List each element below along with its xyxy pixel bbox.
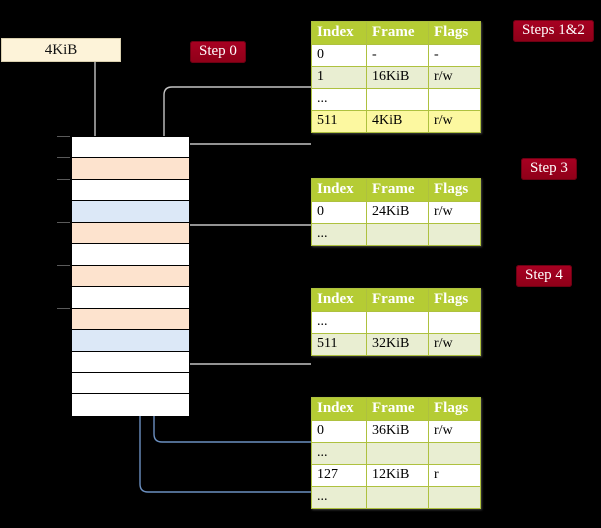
column-header-flags: Flags xyxy=(428,21,481,45)
column-header-index: Index xyxy=(311,397,367,421)
column-header-index: Index xyxy=(311,21,367,45)
cell-index: 0 xyxy=(311,420,367,443)
memory-tick-2 xyxy=(57,178,70,180)
memory-tick-4 xyxy=(57,264,70,266)
cell-frame xyxy=(366,88,429,111)
memory-frame-12 xyxy=(72,394,189,416)
arrow-frame-32kib xyxy=(175,308,311,365)
cell-frame: 12KiB xyxy=(366,464,429,487)
memory-frame-2 xyxy=(72,179,189,202)
cell-flags xyxy=(428,442,481,465)
cell-flags: r/w xyxy=(428,110,481,133)
memory-frame-3 xyxy=(72,201,189,223)
cell-flags: r/w xyxy=(428,420,481,443)
column-header-frame: Frame xyxy=(366,178,429,202)
memory-frame-8 xyxy=(72,308,189,331)
column-header-frame: Frame xyxy=(366,288,429,312)
memory-frame-11 xyxy=(72,372,189,395)
cell-index: 511 xyxy=(311,333,367,356)
memory-tick-1 xyxy=(57,157,70,159)
cell-index: ... xyxy=(311,223,367,246)
physical-memory-column xyxy=(71,136,190,416)
memory-frame-6 xyxy=(72,265,189,288)
cell-frame: - xyxy=(366,44,429,67)
cell-index: 511 xyxy=(311,110,367,133)
column-header-flags: Flags xyxy=(428,178,481,202)
memory-frame-10 xyxy=(72,351,189,373)
cell-flags: r/w xyxy=(428,66,481,89)
badge-step-3: Step 3 xyxy=(521,158,577,180)
memory-frame-9 xyxy=(72,330,189,352)
cell-flags xyxy=(428,311,481,334)
cell-index: 0 xyxy=(311,201,367,224)
memory-frame-1 xyxy=(72,158,189,180)
table-row: ... xyxy=(311,88,481,111)
cell-flags: - xyxy=(428,44,481,67)
table-row: ... xyxy=(311,223,481,246)
cell-flags xyxy=(428,223,481,246)
cell-index: ... xyxy=(311,311,367,334)
cell-flags xyxy=(428,88,481,111)
cell-frame xyxy=(366,442,429,465)
column-header-index: Index xyxy=(311,288,367,312)
cell-frame: 32KiB xyxy=(366,333,429,356)
memory-tick-5 xyxy=(57,307,70,309)
cell-index: ... xyxy=(311,88,367,111)
table-row: ... xyxy=(311,442,481,465)
table-row: ... xyxy=(311,486,481,509)
table-row: 0-- xyxy=(311,44,481,67)
memory-frame-4 xyxy=(72,222,189,245)
memory-frame-7 xyxy=(72,287,189,309)
badge-step-0: Step 0 xyxy=(190,41,246,63)
cell-index: 1 xyxy=(311,66,367,89)
cell-index: 0 xyxy=(311,44,367,67)
cell-frame: 24KiB xyxy=(366,201,429,224)
cell-index: ... xyxy=(311,442,367,465)
cell-frame xyxy=(366,311,429,334)
arrow-frame-24kib xyxy=(181,224,311,269)
cell-frame: 16KiB xyxy=(366,66,429,89)
table-row: ... xyxy=(311,311,481,334)
virtual-page-box: 4KiB xyxy=(1,38,121,62)
memory-frame-0 xyxy=(72,137,189,159)
column-header-index: Index xyxy=(311,178,367,202)
cell-flags: r/w xyxy=(428,201,481,224)
column-header-frame: Frame xyxy=(366,397,429,421)
memory-frame-5 xyxy=(72,244,189,266)
cell-frame xyxy=(366,223,429,246)
badge-steps-1-2: Steps 1&2 xyxy=(513,20,594,42)
cell-frame: 4KiB xyxy=(366,110,429,133)
cell-frame: 36KiB xyxy=(366,420,429,443)
cell-flags: r xyxy=(428,464,481,487)
badge-step-4: Step 4 xyxy=(516,265,572,287)
column-header-frame: Frame xyxy=(366,21,429,45)
memory-tick-3 xyxy=(57,221,70,223)
cell-index: ... xyxy=(311,486,367,509)
cell-flags xyxy=(428,486,481,509)
cell-flags: r/w xyxy=(428,333,481,356)
cell-index: 127 xyxy=(311,464,367,487)
column-header-flags: Flags xyxy=(428,288,481,312)
column-header-flags: Flags xyxy=(428,397,481,421)
memory-tick-0 xyxy=(57,136,70,137)
cell-frame xyxy=(366,486,429,509)
